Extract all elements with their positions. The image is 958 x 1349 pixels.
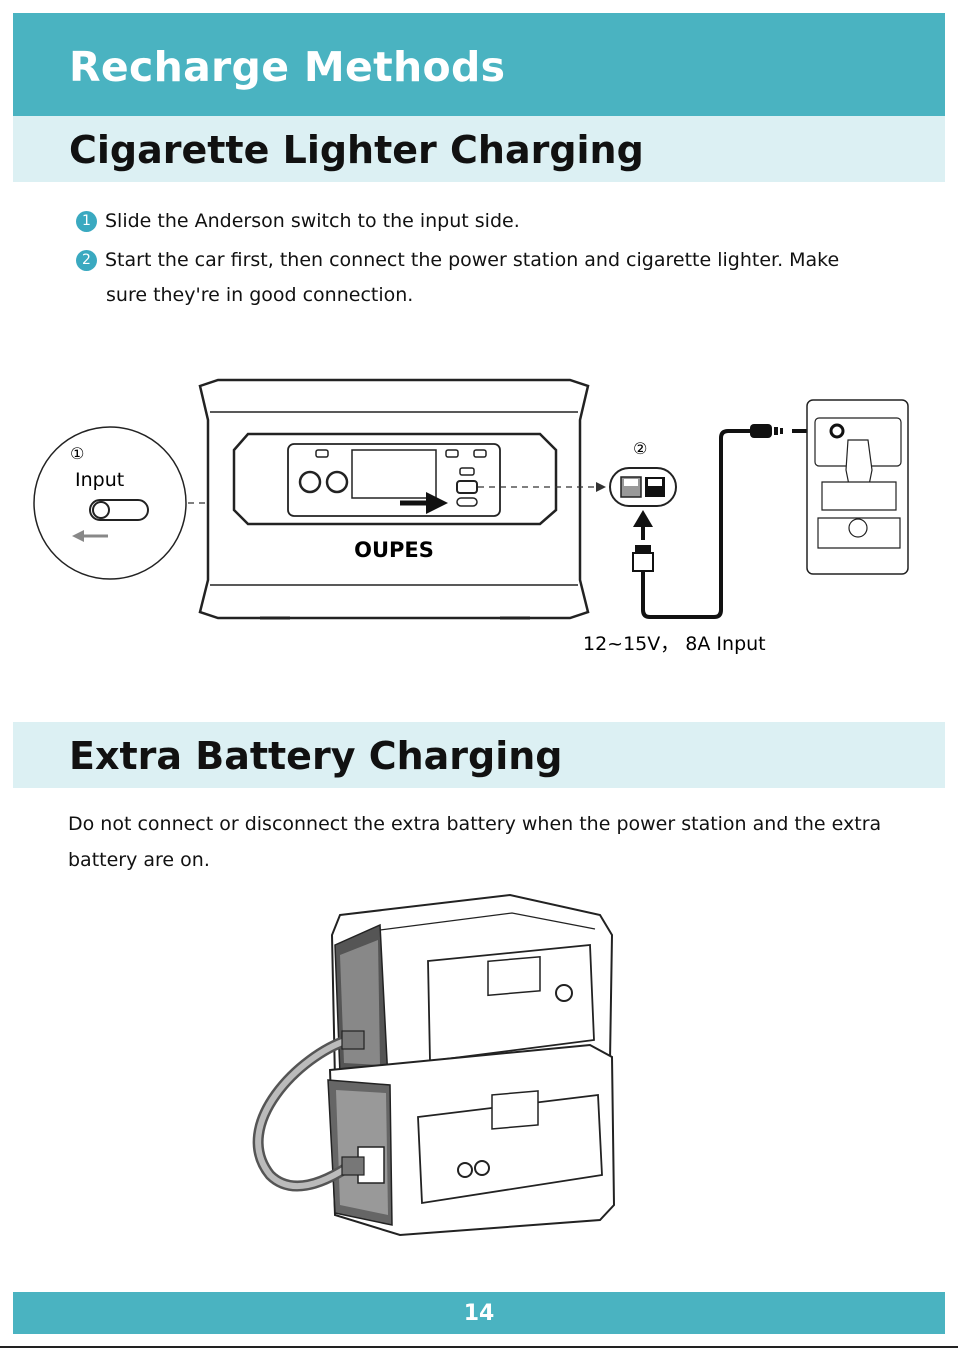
- extra-battery-illustration: [252, 893, 616, 1237]
- page-number: 14: [463, 1301, 495, 1326]
- step-number-2: 2: [76, 250, 97, 271]
- car-console-illustration: [806, 399, 909, 575]
- page-title: Recharge Methods: [69, 43, 506, 91]
- page-footer: 14: [13, 1292, 945, 1334]
- cigarette-charging-diagram: ① Input OUPES ②: [33, 378, 909, 655]
- arrow-left-icon: [72, 530, 108, 542]
- step-1: 1 Slide the Anderson switch to the input …: [76, 204, 520, 239]
- extra-battery-warning: Do not connect or disconnect the extra b…: [68, 813, 882, 871]
- callout-1: ①: [70, 444, 84, 463]
- brand-logo: OUPES: [354, 538, 434, 562]
- bottom-rule: [0, 1346, 958, 1348]
- section-title-extra-battery: Extra Battery Charging: [69, 734, 563, 778]
- callout-2: ②: [633, 439, 647, 458]
- arrow-up-icon: [633, 510, 653, 540]
- step-2-text-line1: Start the car first, then connect the po…: [105, 249, 840, 271]
- section-title-cigarette: Cigarette Lighter Charging: [69, 128, 644, 172]
- power-station-illustration: OUPES: [198, 378, 590, 620]
- header-banner: Recharge Methods: [13, 13, 945, 116]
- input-spec-label: 12~15V， 8A Input: [583, 633, 766, 655]
- section-header-cigarette: Cigarette Lighter Charging: [13, 116, 945, 182]
- anderson-port-icon: [609, 467, 677, 507]
- switch-magnifier: ① Input: [33, 426, 187, 580]
- car-charging-cable: [632, 424, 783, 619]
- step-2: 2 Start the car first, then connect the p…: [76, 243, 896, 313]
- section-header-extra-battery: Extra Battery Charging: [13, 722, 945, 788]
- step-1-text: Slide the Anderson switch to the input s…: [105, 210, 520, 232]
- arrow-right-icon: [400, 492, 448, 514]
- switch-input-label: Input: [75, 469, 124, 491]
- step-2-text-line2: sure they're in good connection.: [106, 284, 414, 306]
- step-number-1: 1: [76, 211, 97, 232]
